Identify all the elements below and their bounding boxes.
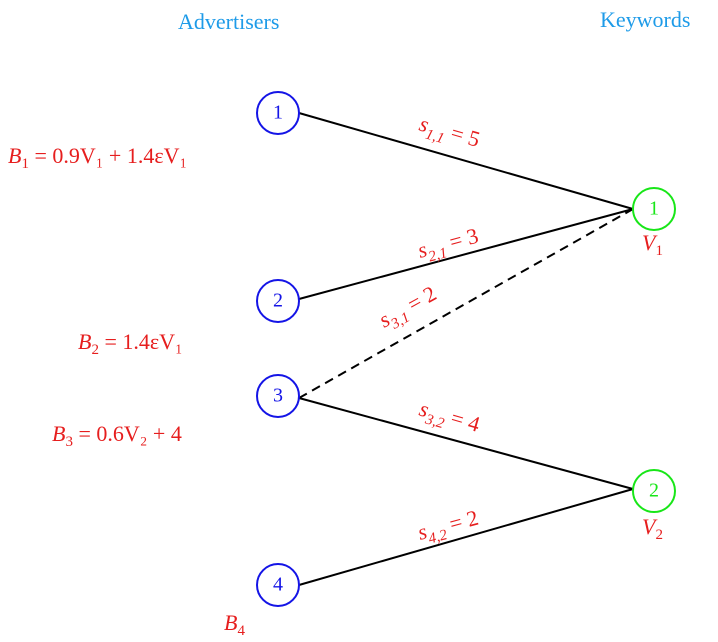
keyword-value-1: V1 (642, 230, 663, 259)
advertiser-node-1[interactable]: 1 (256, 91, 300, 135)
edge-4-2 (298, 488, 634, 586)
advertiser-node-4-label: 4 (273, 574, 283, 596)
advertiser-node-4[interactable]: 4 (256, 563, 300, 607)
keyword-nodes: 1 2 (632, 187, 676, 513)
edge-2-1 (298, 208, 634, 300)
advertiser-node-1-label: 1 (273, 102, 283, 124)
keyword-node-1[interactable]: 1 (632, 187, 676, 231)
advertiser-node-2[interactable]: 2 (256, 279, 300, 323)
advertiser-node-2-label: 2 (273, 290, 283, 312)
keyword-value-2: V2 (642, 514, 663, 543)
edges (298, 112, 634, 586)
budget-formula-2: B2 = 1.4εV₁ (78, 329, 183, 358)
keyword-node-1-label: 1 (649, 198, 659, 220)
edge-label-2-1: s2,1 = 3 (415, 223, 482, 268)
keywords-header: Keywords (600, 7, 690, 32)
advertisers-header: Advertisers (178, 9, 279, 34)
edge-1-1 (298, 112, 634, 210)
budget-formula-1: B1 = 0.9V₁ + 1.4εV₁ (8, 143, 187, 172)
edge-label-4-2: s4,2 = 2 (415, 505, 482, 550)
keyword-node-2[interactable]: 2 (632, 469, 676, 513)
edge-labels: s1,1 = 5 s2,1 = 3 s3,1 = 2 s3,2 = 4 s4,2… (374, 111, 483, 550)
keyword-values: V1 V2 (642, 230, 663, 543)
budget-formula-3: B3 = 0.6V₂ + 4 (52, 421, 182, 450)
edge-3-1 (298, 208, 634, 399)
edge-3-2 (298, 397, 634, 490)
advertiser-nodes: 1 2 3 4 (256, 91, 300, 607)
edge-label-3-2: s3,2 = 4 (415, 396, 483, 442)
advertiser-node-3[interactable]: 3 (256, 374, 300, 418)
edge-label-3-1: s3,1 = 2 (374, 281, 443, 337)
budget-formulas: B1 = 0.9V₁ + 1.4εV₁ B2 = 1.4εV₁ B3 = 0.6… (8, 143, 245, 639)
budget-formula-4: B4 (224, 610, 245, 639)
keyword-node-2-label: 2 (649, 480, 659, 502)
advertiser-node-3-label: 3 (273, 385, 283, 407)
